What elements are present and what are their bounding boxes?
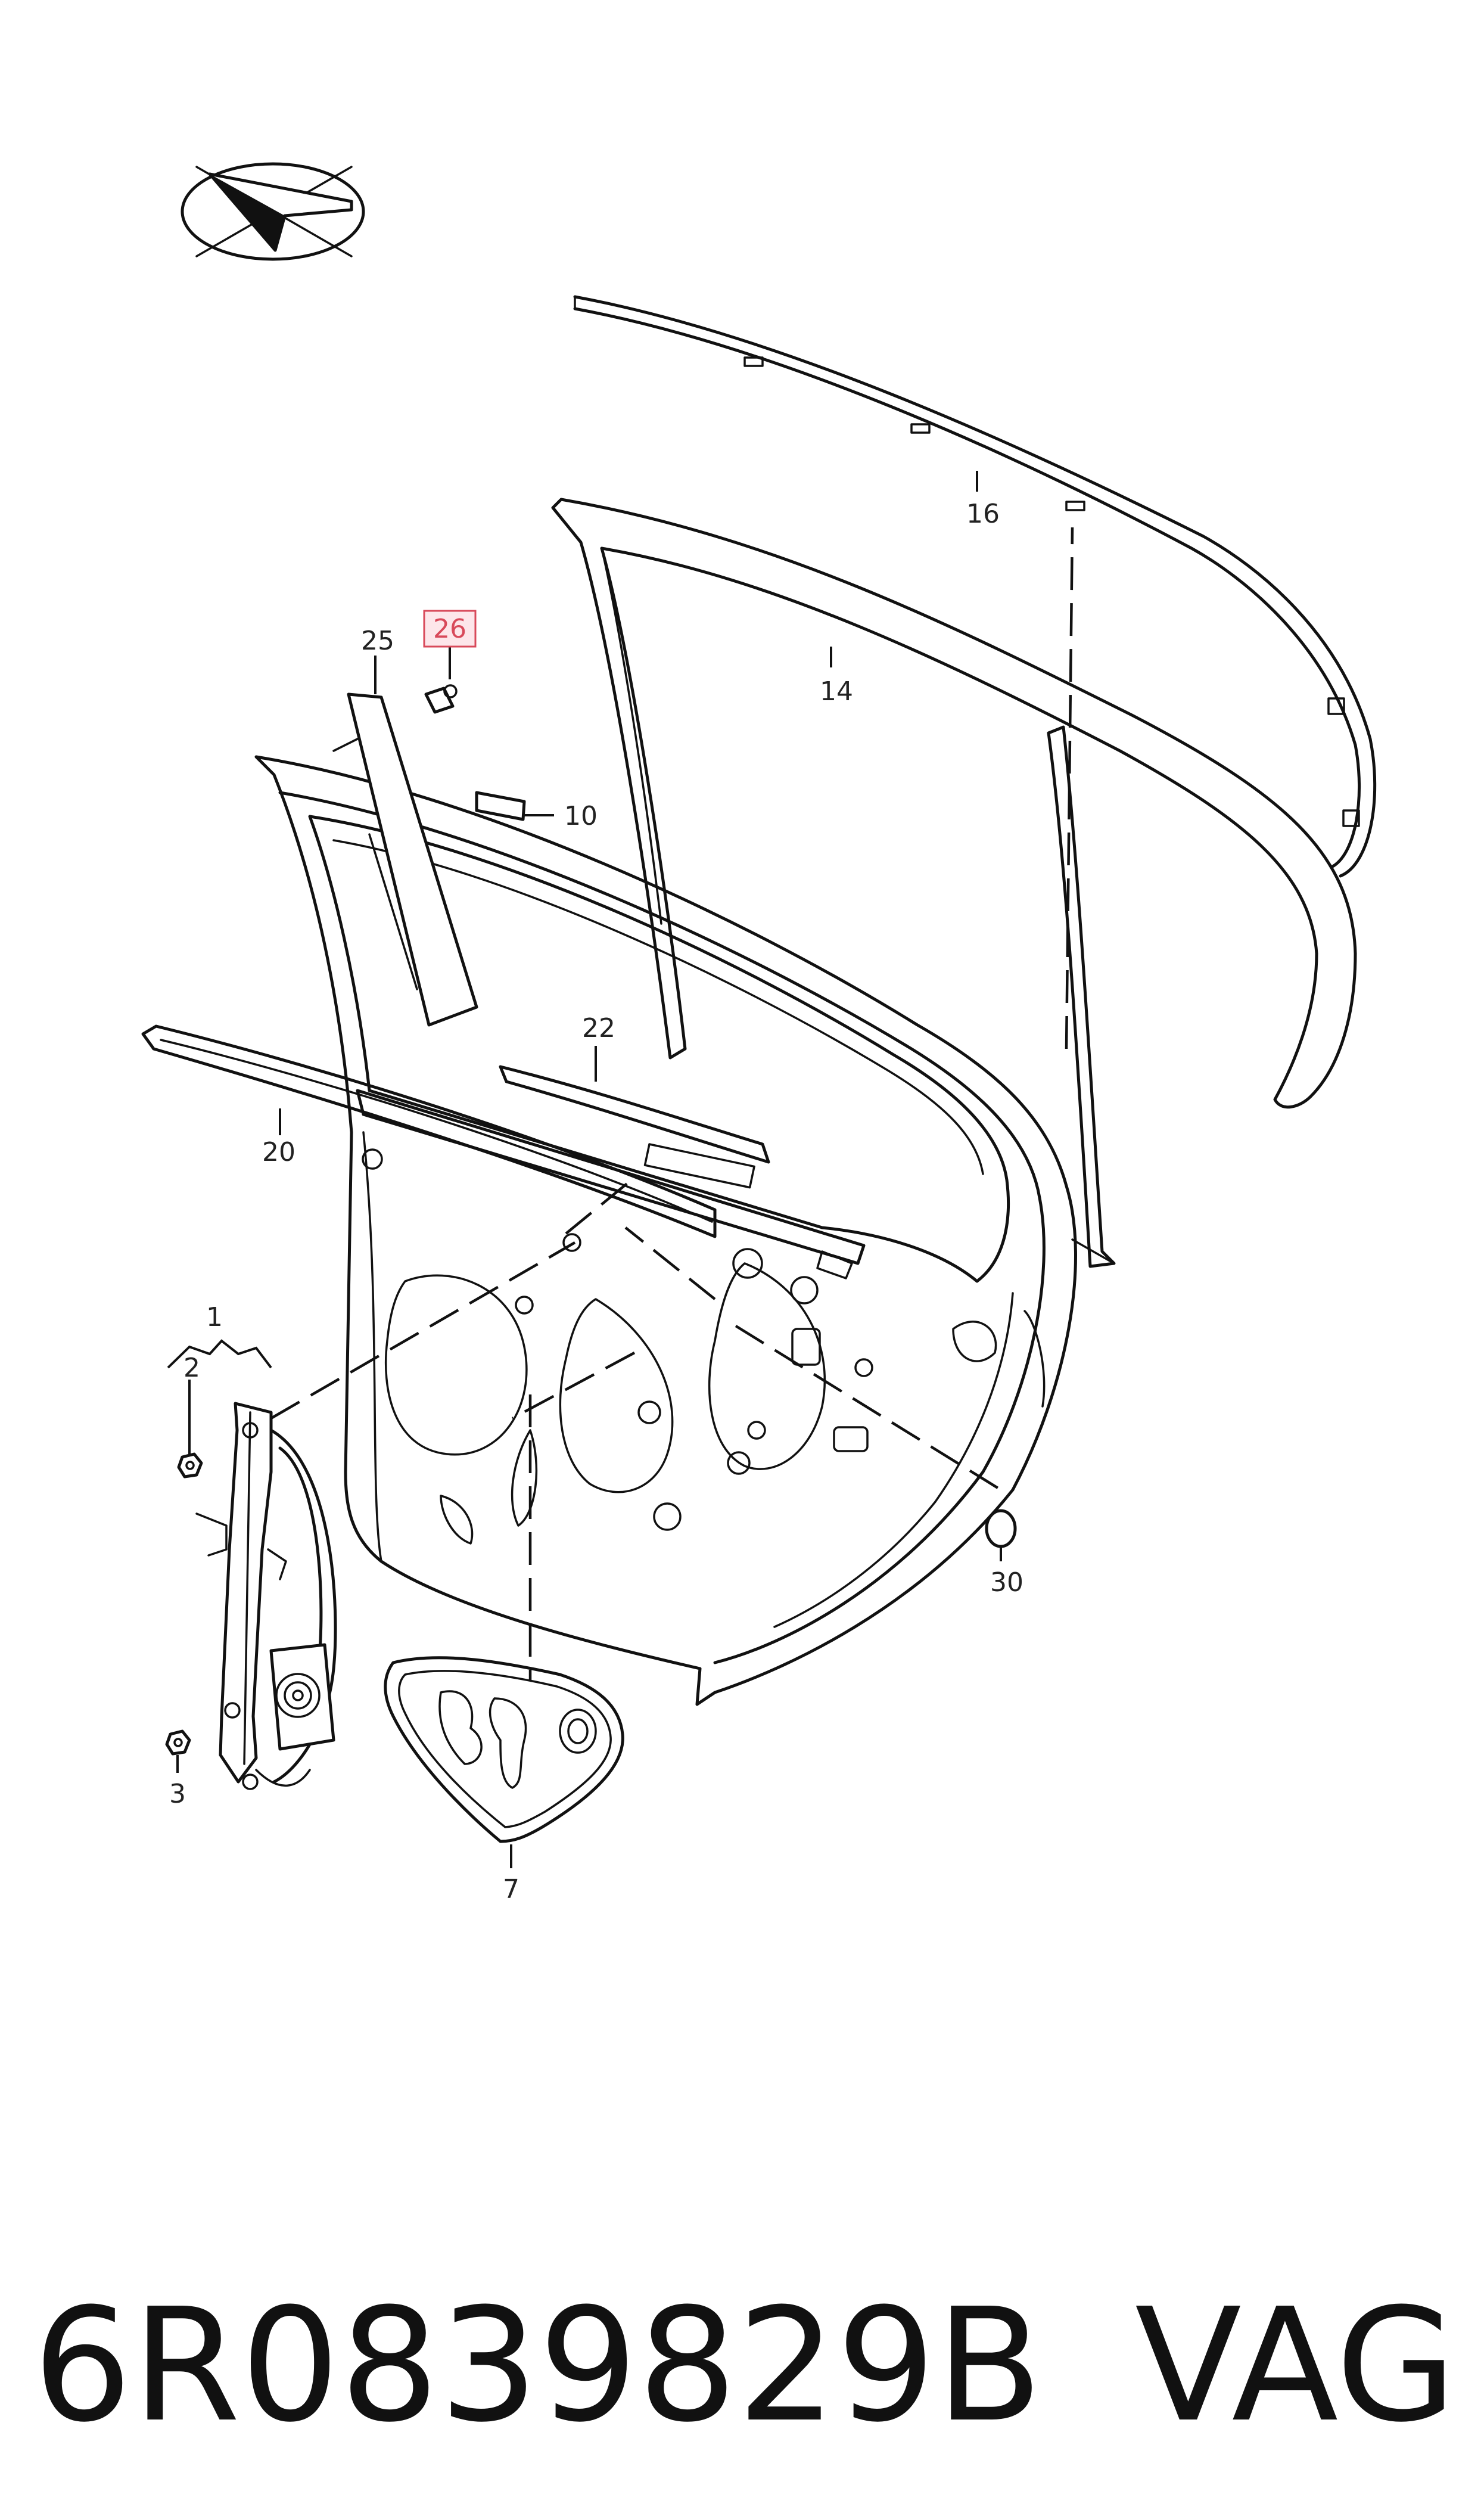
part-7-insulation-foil xyxy=(384,1656,624,1843)
callout-30: 30 xyxy=(990,1567,1023,1598)
callout-14: 14 xyxy=(820,676,853,707)
callout-10: 10 xyxy=(564,801,598,831)
part-30-plug xyxy=(985,1509,1017,1548)
callout-2: 2 xyxy=(183,1353,200,1383)
part-3-nut xyxy=(165,1729,191,1756)
callout-25: 25 xyxy=(361,626,394,656)
orientation-arrow-icon xyxy=(181,162,365,261)
callout-16: 16 xyxy=(966,499,1000,529)
leader-lines xyxy=(167,471,1002,1868)
callout-22: 22 xyxy=(582,1013,615,1043)
callout-1: 1 xyxy=(206,1302,223,1333)
part-20-outer-waist-seal xyxy=(141,1024,717,1238)
part-14-window-frame-seal xyxy=(551,498,1357,1268)
callout-26: 26 xyxy=(433,614,466,644)
callout-7: 7 xyxy=(503,1874,519,1905)
part-2-nut xyxy=(177,1452,203,1479)
callout-26-highlight xyxy=(423,610,477,648)
callout-20: 20 xyxy=(262,1137,295,1167)
part-22-inner-seal xyxy=(499,1065,770,1189)
part-26-clip xyxy=(424,684,458,714)
door-inner-panel xyxy=(254,755,1077,1706)
part-number: 6R0839829B xyxy=(33,2275,1043,2456)
callout-3: 3 xyxy=(169,1779,186,1809)
assembly-lines xyxy=(270,527,1074,1681)
callout-labels: 1 2 3 7 10 14 16 20 22 25 26 30 xyxy=(169,499,1023,1905)
brand-label: VAG xyxy=(1135,2275,1457,2456)
part-25-pillar-trim xyxy=(332,692,478,1027)
part-1-window-regulator xyxy=(195,1402,337,1790)
part-16-outer-seal-strip xyxy=(573,295,1377,878)
footer: 6R0839829B VAG xyxy=(33,2275,1457,2456)
part-10-label xyxy=(475,791,526,821)
